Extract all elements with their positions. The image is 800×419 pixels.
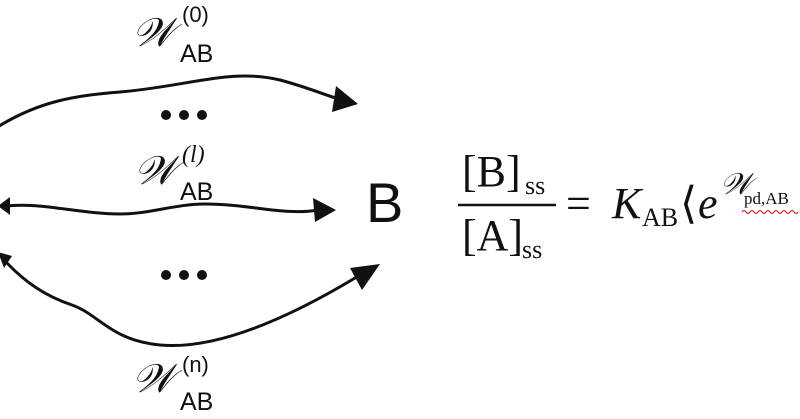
eq-exponent-sub: pd,AB: [744, 189, 789, 208]
label-path-0-w: 𝒲: [132, 10, 183, 56]
label-path-n: 𝒲 (n) AB: [132, 352, 213, 416]
path-0-arrowhead: [332, 86, 358, 112]
label-path-l-w: 𝒲: [134, 148, 185, 194]
eq-numerator: [B]: [462, 147, 521, 196]
eq-denominator: [A]: [462, 211, 523, 260]
path-l-curve: [4, 202, 320, 216]
eq-equals: =: [566, 179, 591, 228]
steady-state-equation: [B] ss [A] ss = K AB ⟨ e 𝒲 pd,AB: [458, 147, 799, 264]
path-n-curve: [4, 260, 357, 348]
path-n-left-arrowhead: [0, 252, 12, 268]
ellipsis-lower: [161, 270, 207, 280]
eq-angle-bracket: ⟨: [680, 179, 697, 228]
node-b-label: B: [366, 171, 403, 234]
eq-k: K: [611, 179, 644, 228]
path-l-left-arrowhead: [0, 197, 10, 215]
eq-k-sub: AB: [642, 203, 678, 232]
label-path-0: 𝒲 (0) AB: [132, 2, 213, 68]
eq-denominator-sub: ss: [522, 235, 542, 264]
label-path-n-sub: AB: [180, 388, 213, 416]
ellipsis-upper: [161, 110, 207, 120]
label-path-l-sup: (l): [182, 142, 205, 168]
label-path-l-sub: AB: [180, 178, 213, 206]
eq-numerator-sub: ss: [525, 171, 545, 200]
spellcheck-underline: [741, 209, 799, 215]
label-path-l: 𝒲 (l) AB: [134, 142, 213, 206]
eq-e: e: [698, 179, 718, 228]
label-path-n-w: 𝒲: [132, 356, 183, 402]
path-l-arrowhead: [313, 198, 336, 222]
label-path-n-sup: (n): [182, 352, 209, 377]
path-0-curve: [0, 74, 344, 128]
label-path-0-sub: AB: [180, 40, 213, 68]
label-path-0-sup: (0): [182, 2, 209, 27]
path-n-arrowhead: [350, 264, 380, 290]
